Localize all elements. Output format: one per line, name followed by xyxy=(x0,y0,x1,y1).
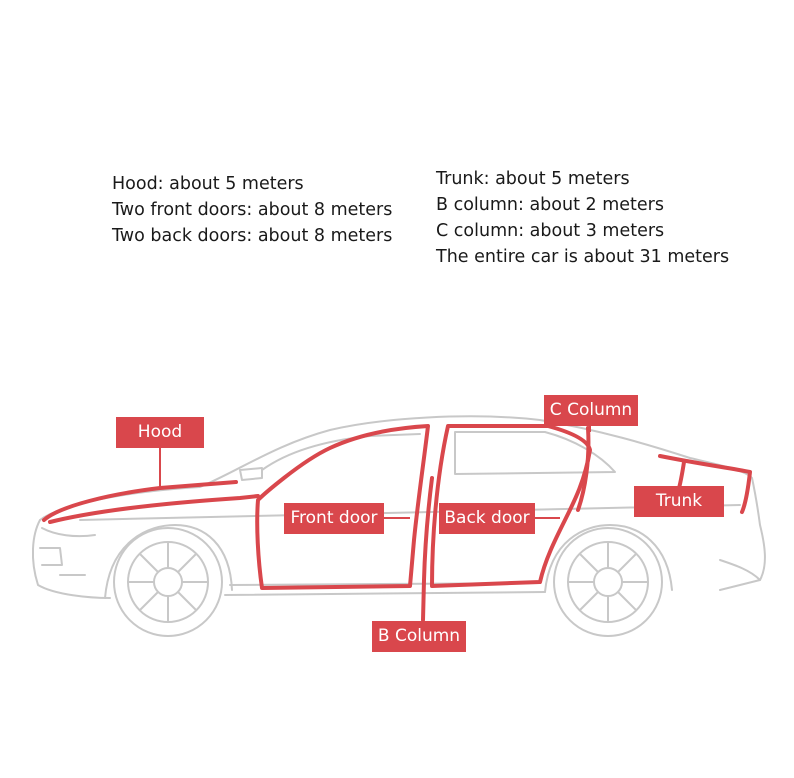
front-door-strip xyxy=(255,424,430,590)
spec-hood: Hood: about 5 meters xyxy=(112,174,304,194)
spec-b-column: B column: about 2 meters xyxy=(436,195,664,215)
b-column-label: B Column xyxy=(372,621,466,652)
spec-back-doors: Two back doors: about 8 meters xyxy=(112,226,393,246)
leader-lines xyxy=(159,426,679,622)
hood-strip xyxy=(42,480,238,522)
hood-label: Hood xyxy=(116,417,204,448)
car-outline xyxy=(31,415,766,637)
seal-strips xyxy=(42,424,752,622)
spec-total: The entire car is about 31 meters xyxy=(436,247,730,267)
spec-c-column: C column: about 3 meters xyxy=(436,221,665,241)
hood-strip-lower xyxy=(48,494,260,524)
spec-trunk: Trunk: about 5 meters xyxy=(436,169,630,189)
specs-right-column: Trunk: about 5 meters B column: about 2 … xyxy=(436,166,729,270)
front-door-label: Front door xyxy=(284,503,384,534)
back-door-label: Back door xyxy=(439,503,535,534)
b-column-strip xyxy=(421,476,434,622)
spec-front-doors: Two front doors: about 8 meters xyxy=(112,200,393,220)
trunk-strip xyxy=(658,454,752,514)
trunk-label: Trunk xyxy=(634,486,724,517)
specs-left-column: Hood: about 5 meters Two front doors: ab… xyxy=(112,171,392,249)
back-door-strip xyxy=(430,424,592,588)
c-column-strip xyxy=(576,426,591,512)
c-column-label: C Column xyxy=(544,395,638,426)
